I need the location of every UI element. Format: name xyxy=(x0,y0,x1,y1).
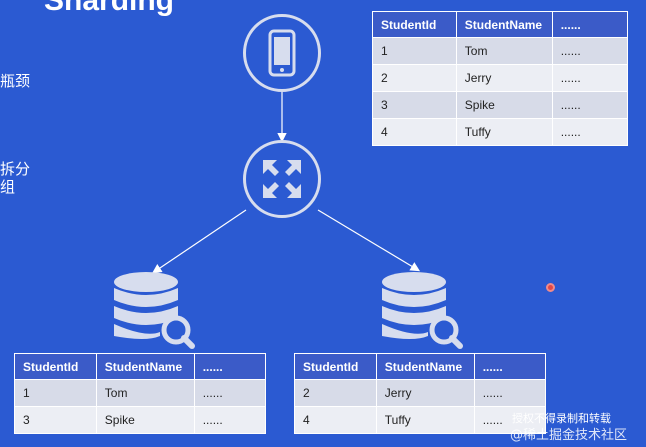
cell-name: Jerry xyxy=(375,379,475,407)
table-row: 2 Jerry ...... xyxy=(294,379,547,407)
cell-id: 2 xyxy=(294,379,377,407)
cell-name: Jerry xyxy=(455,64,553,92)
phone-icon xyxy=(268,29,296,77)
left-text-fragment-1: 瓶颈 xyxy=(0,72,31,90)
cell-name: Tom xyxy=(95,379,195,407)
source-student-table: StudentId StudentName ...... 1 Tom .....… xyxy=(372,11,629,146)
column-header: StudentName xyxy=(95,353,195,380)
cell-name: Tuffy xyxy=(455,118,553,146)
arrow-router-to-right-db xyxy=(317,209,421,272)
client-phone-node xyxy=(243,14,321,92)
cell-id: 3 xyxy=(14,406,97,434)
watermark-brand: @稀土掘金技术社区 xyxy=(510,428,628,443)
table-row: 3 Spike ...... xyxy=(14,406,267,434)
table-header-row: StudentId StudentName ...... xyxy=(294,353,547,380)
cell-more: ...... xyxy=(473,406,547,434)
database-search-icon-left xyxy=(114,272,195,349)
cell-more: ...... xyxy=(551,91,629,119)
column-header: ...... xyxy=(551,11,629,38)
column-header: ...... xyxy=(193,353,267,380)
cell-more: ...... xyxy=(193,406,267,434)
column-header: ...... xyxy=(473,353,547,380)
cell-more: ...... xyxy=(551,37,629,65)
router-node xyxy=(243,140,321,218)
cell-more: ...... xyxy=(193,379,267,407)
left-text-fragment-3: 组 xyxy=(0,178,16,196)
cell-more: ...... xyxy=(473,379,547,407)
column-header: StudentId xyxy=(294,353,377,380)
cell-name: Spike xyxy=(95,406,195,434)
cell-name: Tuffy xyxy=(375,406,475,434)
cell-id: 3 xyxy=(372,91,457,119)
table-row: 3 Spike ...... xyxy=(372,91,629,119)
cell-more: ...... xyxy=(551,64,629,92)
column-header: StudentName xyxy=(375,353,475,380)
table-header-row: StudentId StudentName ...... xyxy=(14,353,267,380)
arrow-router-to-left-db xyxy=(152,209,247,274)
cell-more: ...... xyxy=(551,118,629,146)
slide-title: Sharding xyxy=(44,0,175,17)
table-header-row: StudentId StudentName ...... xyxy=(372,11,629,38)
cell-id: 4 xyxy=(372,118,457,146)
table-row: 2 Jerry ...... xyxy=(372,64,629,92)
router-arrows-icon xyxy=(263,160,301,198)
table-row: 1 Tom ...... xyxy=(372,37,629,65)
column-header: StudentId xyxy=(14,353,97,380)
column-header: StudentName xyxy=(455,11,553,38)
cell-id: 4 xyxy=(294,406,377,434)
table-row: 1 Tom ...... xyxy=(14,379,267,407)
cell-name: Tom xyxy=(455,37,553,65)
table-row: 4 Tuffy ...... xyxy=(372,118,629,146)
pointer-dot xyxy=(546,283,555,292)
cell-id: 1 xyxy=(14,379,97,407)
cell-id: 1 xyxy=(372,37,457,65)
shard-left-table: StudentId StudentName ...... 1 Tom .....… xyxy=(14,353,267,434)
column-header: StudentId xyxy=(372,11,457,38)
table-row: 4 Tuffy ...... xyxy=(294,406,547,434)
cell-id: 2 xyxy=(372,64,457,92)
watermark-copyright: 授权不得录制和转载 xyxy=(512,412,611,425)
left-text-fragment-2: 拆分 xyxy=(0,160,31,178)
shard-right-table: StudentId StudentName ...... 2 Jerry ...… xyxy=(294,353,547,434)
database-search-icon-right xyxy=(382,272,463,349)
cell-name: Spike xyxy=(455,91,553,119)
